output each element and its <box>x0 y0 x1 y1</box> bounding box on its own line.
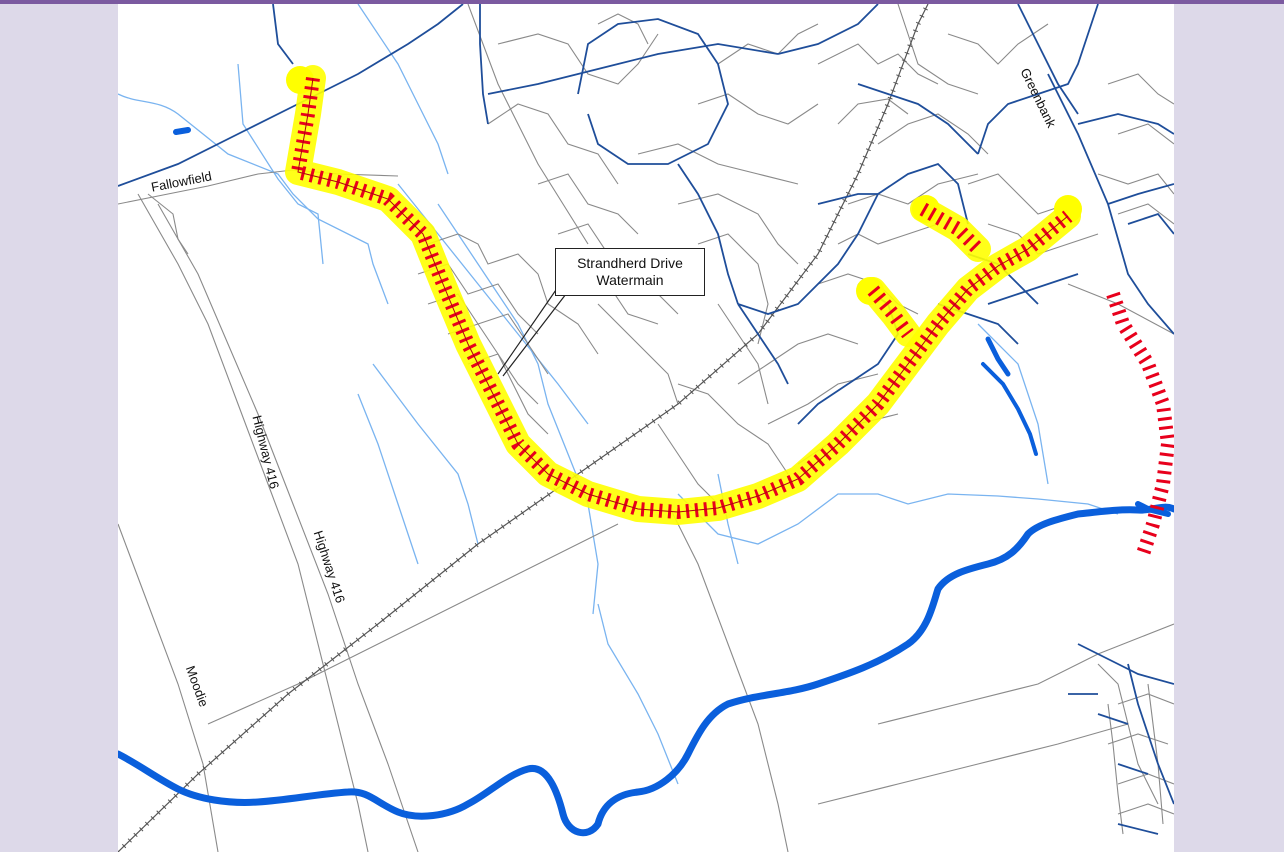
creeks <box>118 4 1119 785</box>
river-tributary <box>985 336 1011 377</box>
watermain-east-segment <box>1106 291 1174 557</box>
map-canvas <box>118 4 1174 852</box>
watermain-dashes <box>289 77 1073 520</box>
map-view[interactable]: Fallowfield Greenbank Highway 416 Highwa… <box>118 4 1174 852</box>
trunk-watermains <box>118 4 1174 835</box>
railway-line <box>118 4 931 852</box>
watermain-callout: Strandherd Drive Watermain <box>555 248 705 296</box>
callout-line-2: Watermain <box>596 272 664 288</box>
callout-line-1: Strandherd Drive <box>577 255 683 271</box>
river-spot <box>173 127 191 135</box>
top-border-line <box>0 0 1284 4</box>
river <box>118 503 1174 837</box>
river-east-end <box>1135 501 1171 517</box>
callout-leader <box>497 286 567 377</box>
streets <box>118 4 1174 852</box>
river-tributary-2 <box>981 362 1038 456</box>
watermain-highlight-ends <box>286 66 1082 305</box>
